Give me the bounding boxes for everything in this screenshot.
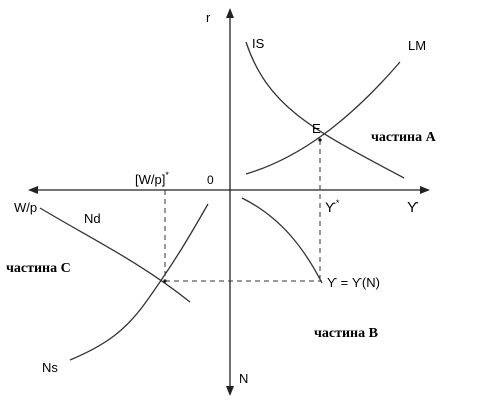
quadrant-c-label: частина C (6, 261, 71, 276)
production-function-curve (241, 197, 323, 284)
arrow-up-icon (226, 8, 234, 18)
lm-curve (245, 61, 401, 175)
axis-label-wage: W/p (14, 200, 37, 215)
nd-curve (39, 207, 191, 303)
axis-label-y: ϒ (407, 199, 419, 216)
y-star-label: ϒ* (325, 198, 340, 215)
equilibrium-label: E (312, 121, 321, 136)
origin-label: 0 (207, 173, 214, 187)
wage-star-label: [W/p]* (135, 170, 169, 187)
axis-label-r: r (206, 10, 211, 25)
arrow-down-icon (226, 386, 234, 396)
production-function-label: ϒ = ϒ(N) (327, 275, 380, 290)
ns-curve (69, 203, 209, 361)
is-curve (245, 41, 405, 179)
quadrant-b-label: частина B (314, 326, 378, 341)
lm-label: LM (408, 38, 426, 53)
ns-label: Ns (42, 360, 58, 375)
quadrant-a-label: частина A (371, 130, 437, 145)
arrow-right-icon (420, 186, 430, 194)
arrow-left-icon (28, 186, 38, 194)
is-label: IS (252, 36, 265, 51)
axis-label-n: N (239, 371, 248, 386)
nd-label: Nd (84, 211, 101, 226)
